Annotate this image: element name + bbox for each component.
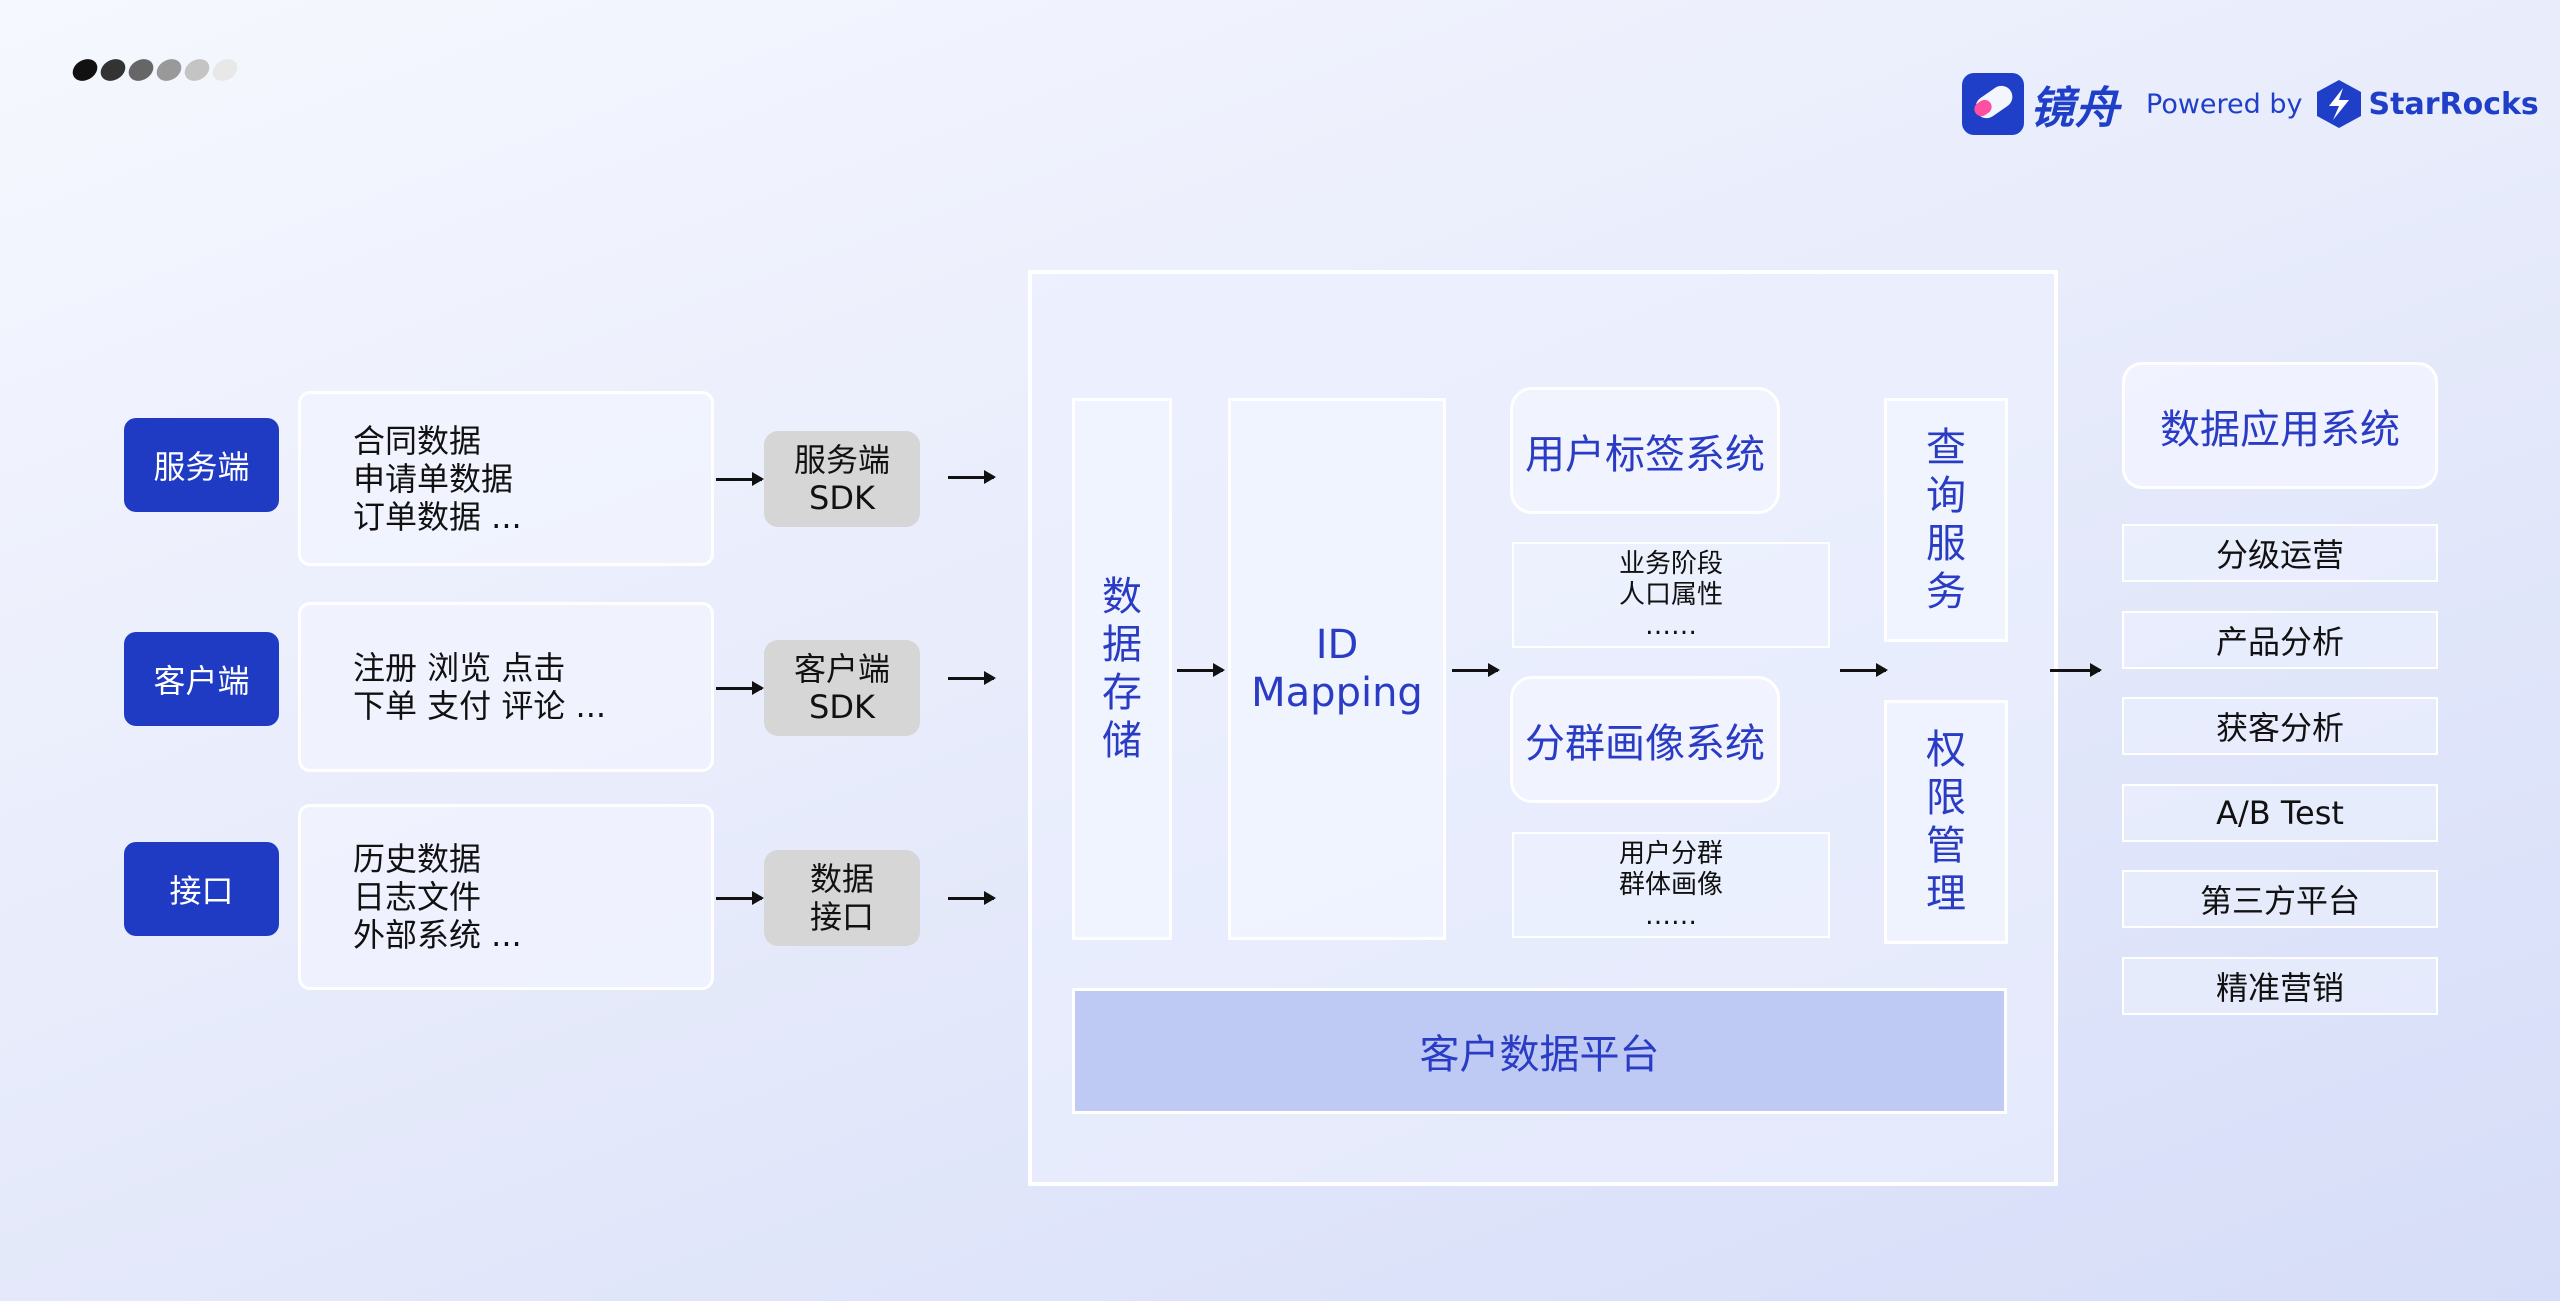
arrow [948, 891, 996, 905]
source-label-api: 接口 [124, 842, 279, 936]
source-label-client: 客户端 [124, 632, 279, 726]
powered-by-label: Powered by [2146, 88, 2303, 120]
vertical-char: 据 [1102, 622, 1142, 668]
application-item: 获客分析 [2122, 697, 2438, 755]
detail-item: 群体画像 [1618, 869, 1723, 900]
collector-data-api: 数据 接口 [764, 850, 920, 946]
detail-item: 业务阶段 [1618, 548, 1723, 579]
jingzhou-logo-icon [1962, 73, 2024, 135]
vertical-char: 务 [1926, 569, 1966, 615]
source-box-api: 历史数据 日志文件 外部系统 ... [298, 804, 714, 990]
collector-server-sdk: 服务端 SDK [764, 431, 920, 527]
source-item: 外部系统 ... [353, 916, 522, 954]
source-item: 订单数据 ... [353, 497, 522, 536]
segment-profile-system-box: 分群画像系统 [1510, 676, 1780, 803]
source-box-client: 注册 浏览 点击 下单 支付 评论 ... [298, 602, 714, 772]
vertical-char: 限 [1926, 775, 1966, 821]
collector-label: 数据 [809, 860, 874, 898]
detail-item: 用户分群 [1618, 838, 1723, 869]
source-label-server: 服务端 [124, 418, 279, 512]
vertical-char: 数 [1102, 574, 1142, 620]
arrow [948, 671, 996, 685]
vertical-char: 服 [1926, 521, 1966, 567]
id-mapping-label: Mapping [1251, 670, 1423, 716]
query-service-box: 查 询 服 务 [1884, 398, 2008, 642]
vertical-char: 询 [1926, 473, 1966, 519]
vertical-char: 权 [1926, 727, 1966, 773]
arrow [1452, 663, 1500, 677]
collector-label: SDK [809, 479, 875, 517]
vertical-char: 理 [1926, 871, 1966, 917]
customer-data-platform-bar: 客户数据平台 [1072, 988, 2007, 1114]
segment-details-box: 用户分群 群体画像 …… [1512, 832, 1830, 938]
source-item: 合同数据 [353, 421, 482, 460]
user-tag-system-box: 用户标签系统 [1510, 387, 1780, 514]
application-item: 精准营销 [2122, 957, 2438, 1015]
application-item: 产品分析 [2122, 611, 2438, 669]
detail-item: …… [1645, 610, 1697, 641]
brand-name: 镜舟 [2030, 83, 2120, 134]
detail-item: 人口属性 [1618, 579, 1723, 610]
vertical-char: 储 [1102, 718, 1142, 764]
id-mapping-label: ID [1315, 622, 1359, 668]
arrow [716, 472, 764, 486]
detail-item: …… [1645, 900, 1697, 931]
collector-label: 客户端 [793, 650, 890, 688]
source-item: 申请单数据 [353, 459, 514, 498]
source-item: 下单 支付 评论 ... [353, 687, 607, 725]
data-storage-box: 数 据 存 储 [1072, 398, 1172, 940]
application-item: 第三方平台 [2122, 870, 2438, 928]
vertical-char: 存 [1102, 670, 1142, 716]
arrow [948, 470, 996, 484]
source-item: 日志文件 [353, 878, 482, 916]
collector-label: SDK [809, 688, 875, 726]
brand-header: 镜舟 Powered by StarRocks [1962, 72, 2539, 136]
tag-details-box: 业务阶段 人口属性 …… [1512, 542, 1830, 648]
partner-name: StarRocks [2368, 86, 2539, 122]
source-box-server: 合同数据 申请单数据 订单数据 ... [298, 391, 714, 566]
arrow [716, 891, 764, 905]
vertical-char: 查 [1926, 425, 1966, 471]
source-item: 历史数据 [353, 840, 482, 878]
id-mapping-box: ID Mapping [1228, 398, 1446, 940]
arrow [1177, 663, 1225, 677]
arrow [2050, 663, 2102, 677]
arrow [1840, 663, 1888, 677]
source-item: 注册 浏览 点击 [353, 649, 566, 687]
collector-client-sdk: 客户端 SDK [764, 640, 920, 736]
collector-label: 服务端 [793, 441, 890, 479]
starrocks-logo-icon [2316, 80, 2361, 128]
collector-label: 接口 [809, 898, 874, 936]
application-item: A/B Test [2122, 784, 2438, 842]
vertical-char: 管 [1926, 823, 1966, 869]
data-application-system-box: 数据应用系统 [2122, 362, 2438, 489]
application-item: 分级运营 [2122, 524, 2438, 582]
arrow [716, 681, 764, 695]
permission-management-box: 权 限 管 理 [1884, 700, 2008, 944]
